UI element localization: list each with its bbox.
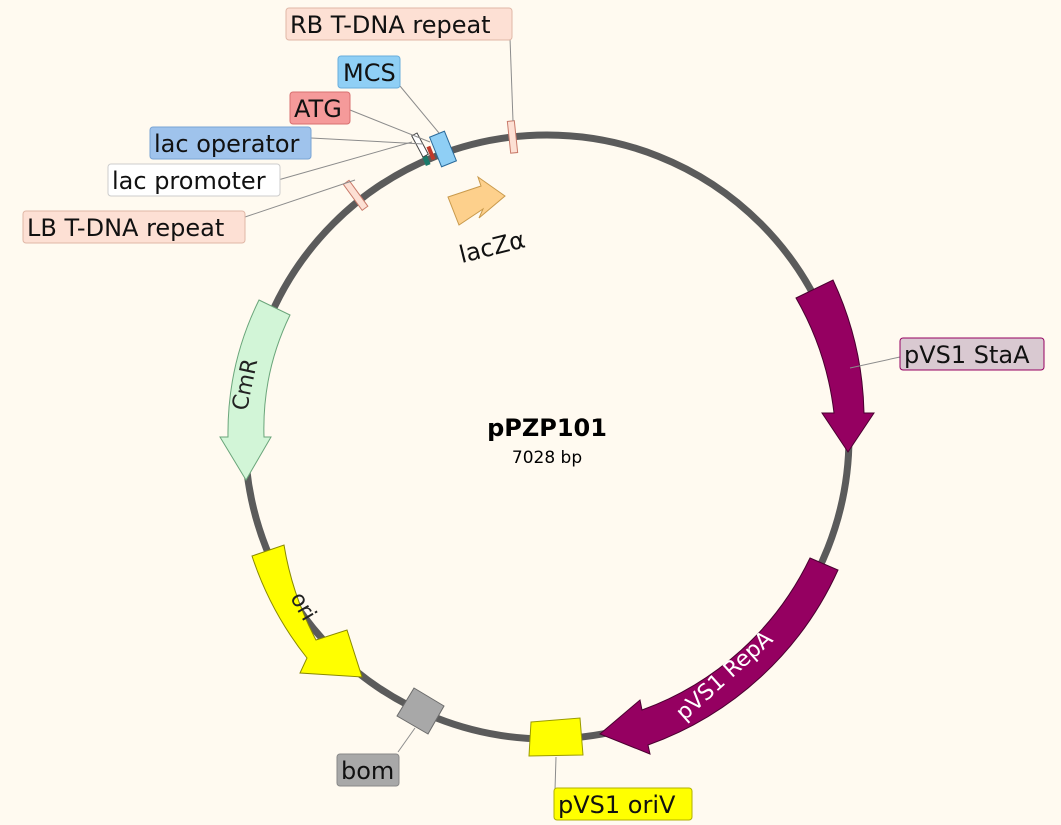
svg-text:LB T-DNA repeat: LB T-DNA repeat: [27, 214, 224, 242]
label-lac-promoter[interactable]: lac promoter: [107, 163, 281, 197]
pvs1-staa-feature[interactable]: [795, 279, 875, 453]
svg-text:lac operator: lac operator: [154, 130, 300, 158]
svg-text:pVS1 StaA: pVS1 StaA: [904, 341, 1030, 369]
bom-feature[interactable]: [396, 687, 445, 735]
mcs-feature[interactable]: [428, 130, 458, 168]
label-pvs1-staa[interactable]: pVS1 StaA: [899, 337, 1045, 371]
svg-text:RB T-DNA repeat: RB T-DNA repeat: [290, 11, 491, 39]
svg-text:ATG: ATG: [294, 95, 342, 123]
label-atg[interactable]: ATG: [289, 91, 351, 125]
svg-text:lac promoter: lac promoter: [112, 167, 266, 195]
label-rb-tdna[interactable]: RB T-DNA repeat: [285, 7, 513, 41]
lb-tdna-feature[interactable]: [342, 179, 369, 211]
pvs1-oriv-feature[interactable]: [528, 717, 584, 757]
plasmid-size: 7028 bp: [512, 448, 582, 468]
pvs1-repa-feature[interactable]: [599, 557, 839, 755]
label-pvs1-oriv[interactable]: pVS1 oriV: [553, 787, 693, 821]
label-lac-operator[interactable]: lac operator: [149, 126, 312, 160]
svg-text:bom: bom: [341, 757, 394, 785]
svg-text:MCS: MCS: [343, 59, 396, 87]
label-mcs[interactable]: MCS: [337, 55, 401, 89]
leader-lines: [244, 37, 901, 791]
lacz-label: lacZα: [456, 226, 528, 269]
lac-promoter-feature[interactable]: [411, 132, 429, 158]
lacz-feature[interactable]: [447, 175, 506, 226]
label-lb-tdna[interactable]: LB T-DNA repeat: [22, 210, 246, 244]
cmr-feature[interactable]: [219, 299, 291, 481]
svg-text:pVS1 oriV: pVS1 oriV: [558, 791, 676, 819]
rb-tdna-feature[interactable]: [506, 120, 519, 154]
plasmid-name: pPZP101: [487, 414, 607, 442]
ori-feature[interactable]: [251, 544, 363, 678]
atg-feature[interactable]: [426, 145, 436, 161]
label-bom[interactable]: bom: [336, 753, 400, 787]
